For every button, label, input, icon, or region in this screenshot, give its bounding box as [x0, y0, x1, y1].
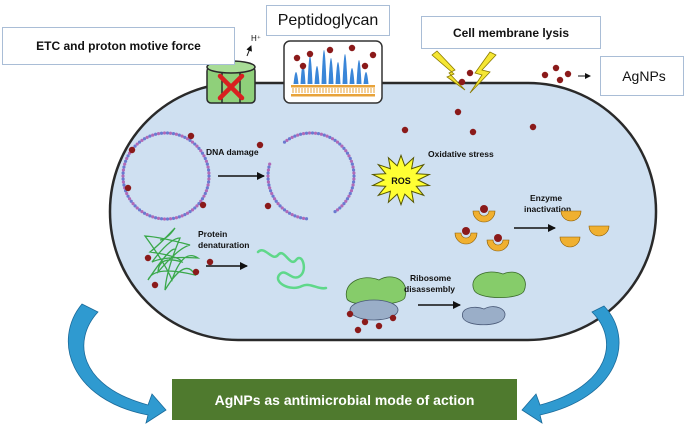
- h-plus-arrow: [246, 45, 252, 57]
- curved-arrow-right: [521, 305, 620, 424]
- silver-nanoparticles: [124, 44, 572, 334]
- protein-label-line2: denaturation: [198, 240, 249, 250]
- ribosome-large-subunit: [472, 271, 526, 299]
- etc-label: ETC and proton motive force: [36, 39, 201, 53]
- ion-channel-icon: [206, 60, 256, 104]
- lightning-bolt-icon: [431, 50, 466, 91]
- protein-unfolded: [256, 249, 328, 290]
- enzyme-inactive: [559, 210, 610, 248]
- ros-burst-icon: [370, 153, 432, 207]
- blocked-x-icon: [217, 73, 245, 101]
- peptidoglycan-label-box: Peptidoglycan: [266, 5, 390, 36]
- enzyme-label-line1: Enzyme: [530, 193, 562, 203]
- lightning-bolt-icon: [469, 51, 497, 94]
- agnps-label-box: AgNPs: [600, 56, 684, 96]
- bottom-banner: AgNPs as antimicrobial mode of action: [172, 379, 517, 420]
- enzyme-label-line2: inactivation: [524, 204, 571, 214]
- agnps-label: AgNPs: [622, 68, 666, 84]
- ribosome-label-line2: disassembly: [404, 284, 455, 294]
- protein-label-line1: Protein: [198, 229, 227, 239]
- dna-plasmid-intact: [121, 131, 211, 221]
- ros-label: ROS: [391, 176, 411, 186]
- banner-text: AgNPs as antimicrobial mode of action: [214, 391, 475, 408]
- oxidative-stress-label: Oxidative stress: [428, 149, 494, 159]
- peptidoglycan-strands: [293, 50, 369, 84]
- ribosome-intact: [345, 276, 407, 321]
- dna-damage-label: DNA damage: [206, 147, 259, 157]
- enzyme-active: [454, 205, 510, 252]
- h-plus-label: H⁺: [251, 34, 261, 43]
- lysis-label: Cell membrane lysis: [452, 25, 570, 40]
- lipid-bilayer: [292, 88, 375, 93]
- protein-folded: [143, 227, 201, 291]
- lysis-label-box: Cell membrane lysis: [421, 16, 601, 49]
- ribosome-label-line1: Ribosome: [410, 273, 451, 283]
- curved-arrow-left: [67, 303, 167, 424]
- ribosome-small-subunit: [461, 306, 506, 326]
- dna-plasmid-broken: [266, 131, 356, 221]
- peptidoglycan-label: Peptidoglycan: [277, 11, 379, 29]
- etc-label-box: ETC and proton motive force: [2, 27, 235, 65]
